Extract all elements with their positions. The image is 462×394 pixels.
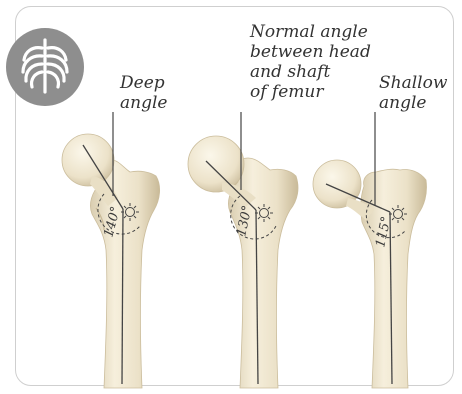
femur-normal: 130° [188,112,298,388]
femur-deep: 140° [62,112,160,388]
femur-shallow: 115° [313,112,427,388]
